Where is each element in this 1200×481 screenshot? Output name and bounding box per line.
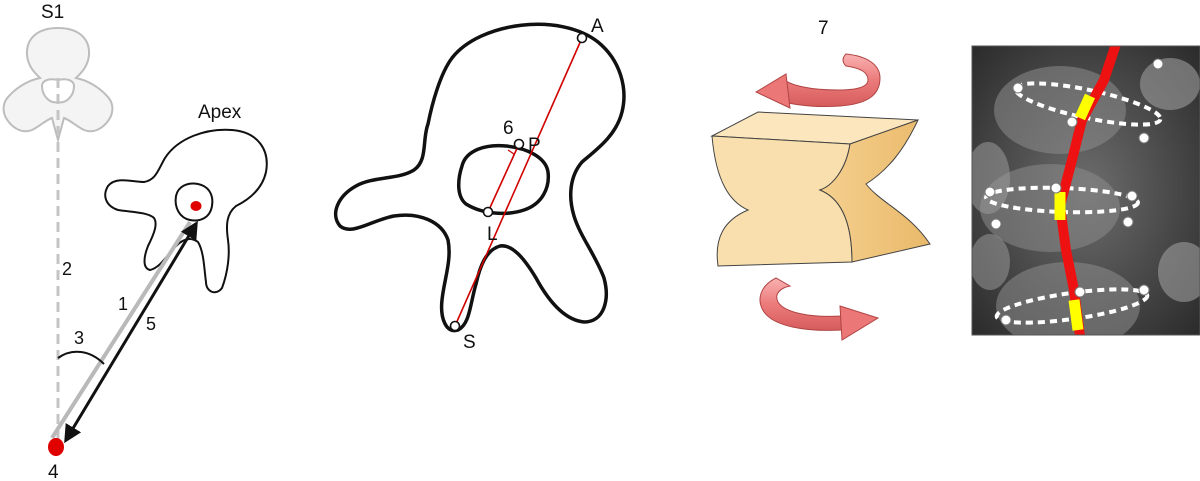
label-a: A <box>591 16 604 37</box>
point-s <box>449 320 461 332</box>
label-7: 7 <box>818 18 829 39</box>
point-a <box>576 32 588 44</box>
point-l <box>482 206 494 218</box>
s1-label: S1 <box>41 2 64 23</box>
label-3: 3 <box>74 328 84 348</box>
disc-segment-3 <box>1068 299 1084 331</box>
panel-c-axial-twist: 7 <box>710 18 931 341</box>
apex-label: Apex <box>198 102 242 123</box>
panel-d-xray-spine <box>972 46 1200 335</box>
label-1: 1 <box>118 294 128 314</box>
angle-marker <box>507 149 515 161</box>
angle-arc <box>57 350 105 365</box>
label-5: 5 <box>146 314 156 334</box>
label-6: 6 <box>503 118 514 139</box>
apex-vertebra <box>104 128 268 294</box>
rotation-arrow-bottom <box>759 277 880 341</box>
disc-segment-1 <box>1074 93 1096 121</box>
panel-a-cobb-measurement: S1 2 Apex 1 5 3 4 <box>2 2 268 481</box>
twisted-block <box>710 111 931 267</box>
label-s: S <box>463 332 476 353</box>
xray-frame <box>971 45 1200 336</box>
label-4: 4 <box>48 462 59 481</box>
s1-point <box>48 438 64 456</box>
label-2: 2 <box>62 259 72 279</box>
spine-curve <box>1054 46 1121 335</box>
panel-b-vertebra-rotation: A P 6 L S <box>334 16 626 353</box>
axis-line-as <box>454 37 583 327</box>
apex-centroid-dot <box>190 201 202 211</box>
line-5-arrow <box>64 220 198 444</box>
rotation-arrow-top <box>754 53 881 109</box>
label-l: L <box>487 224 498 245</box>
label-p: P <box>528 135 541 156</box>
line-1-grey <box>50 220 192 440</box>
point-p <box>513 138 525 150</box>
